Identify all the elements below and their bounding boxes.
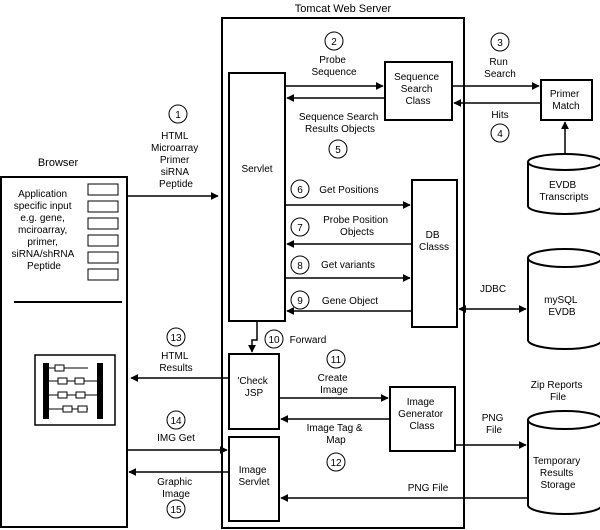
input-line: primer, bbox=[27, 237, 58, 248]
step-11: 11 bbox=[326, 349, 346, 369]
svg-text:3: 3 bbox=[497, 38, 503, 49]
servlet-label: Servlet bbox=[241, 164, 272, 175]
input-field bbox=[87, 234, 119, 247]
label-get-variants: Get variants bbox=[321, 260, 375, 271]
step-6: 6 bbox=[290, 179, 310, 199]
check-jsp-box bbox=[228, 353, 280, 430]
browser-input-text: Application specific input e.g. gene, mc… bbox=[11, 189, 76, 272]
label-gene-object: Gene Object bbox=[322, 296, 378, 307]
step-1: 1 bbox=[168, 104, 188, 124]
label-run-search: Run Search bbox=[484, 57, 516, 80]
svg-text:12: 12 bbox=[330, 458, 342, 469]
input-line: Peptide bbox=[27, 261, 61, 272]
label-image-tag-map: Image Tag & Map bbox=[307, 423, 366, 446]
check-jsp-label: 'Check JSP bbox=[237, 376, 270, 399]
step-10: 10 bbox=[264, 329, 284, 349]
mysql-evdb-label: mySQL EVDB bbox=[544, 295, 580, 318]
step-8: 8 bbox=[290, 255, 310, 275]
rendered-image-icon bbox=[34, 354, 116, 426]
label-graphic-image: Graphic Image bbox=[157, 477, 195, 500]
label-png-file: PNG File bbox=[408, 483, 449, 494]
image-servlet-label: Image Servlet bbox=[238, 465, 269, 488]
input-field bbox=[87, 183, 119, 196]
sequence-search-class-label: Sequence Search Class bbox=[394, 72, 442, 107]
input-field bbox=[87, 251, 119, 264]
input-line: siRNA/shRNA bbox=[11, 249, 74, 260]
label-img-get: IMG Get bbox=[157, 433, 195, 444]
step-12: 12 bbox=[326, 452, 346, 472]
step-4: 4 bbox=[490, 123, 510, 143]
browser-input-fields bbox=[87, 183, 119, 281]
svg-text:1: 1 bbox=[175, 110, 181, 121]
step-15: 15 bbox=[166, 499, 186, 519]
svg-text:13: 13 bbox=[170, 333, 182, 344]
label-probe-sequence: Probe Sequence bbox=[311, 55, 356, 78]
svg-text:14: 14 bbox=[170, 416, 182, 427]
label-hits: Hits bbox=[491, 110, 508, 121]
label-forward: Forward bbox=[290, 335, 327, 346]
tomcat-server-title: Tomcat Web Server bbox=[295, 3, 392, 15]
primer-match-label: Primer Match bbox=[550, 89, 582, 112]
svg-text:9: 9 bbox=[297, 296, 303, 307]
step-3: 3 bbox=[490, 32, 510, 52]
step-7: 7 bbox=[290, 217, 310, 237]
evdb-transcripts-label: EVDB Transcripts bbox=[539, 180, 588, 203]
input-field bbox=[87, 268, 119, 281]
step-13: 13 bbox=[166, 327, 186, 347]
temporary-results-storage-label: Temporary Results Storage bbox=[533, 456, 583, 491]
input-line: Application bbox=[18, 189, 67, 200]
zip-reports-label: Zip Reports File bbox=[531, 380, 585, 403]
svg-text:10: 10 bbox=[268, 335, 280, 346]
servlet-box bbox=[228, 72, 286, 322]
svg-text:7: 7 bbox=[297, 223, 303, 234]
label-html-results: HTML Results bbox=[159, 351, 192, 374]
label-seq-results: Sequence Search Results Objects bbox=[299, 112, 381, 135]
flow-arrows bbox=[127, 82, 569, 502]
image-servlet-box bbox=[228, 436, 280, 522]
svg-text:2: 2 bbox=[331, 37, 337, 48]
primer-match-box bbox=[540, 79, 593, 121]
browser-label: Browser bbox=[38, 157, 79, 169]
input-line: mciroarray, bbox=[18, 225, 67, 236]
step-14: 14 bbox=[166, 410, 186, 430]
step-markers: 1 2 3 4 5 6 7 8 9 10 11 12 13 14 15 bbox=[166, 31, 510, 519]
label-jdbc: JDBC bbox=[480, 284, 506, 295]
svg-text:15: 15 bbox=[170, 505, 182, 516]
label-get-positions: Get Positions bbox=[319, 185, 378, 196]
svg-text:5: 5 bbox=[335, 145, 341, 156]
arrow-labels: HTML Microarray Primer siRNA Peptide Pro… bbox=[151, 55, 516, 500]
input-line: specific input bbox=[14, 201, 72, 212]
arrow-forward bbox=[248, 321, 258, 353]
input-field bbox=[87, 217, 119, 230]
step-2: 2 bbox=[324, 31, 344, 51]
image-generator-class-label: Image Generator Class bbox=[398, 397, 446, 432]
label-html-request: HTML Microarray Primer siRNA Peptide bbox=[151, 131, 201, 190]
svg-text:4: 4 bbox=[497, 129, 503, 140]
tomcat-server-box bbox=[221, 17, 465, 529]
db-class-label: DB Classs bbox=[419, 230, 449, 253]
label-probe-position: Probe Position Objects bbox=[323, 215, 391, 238]
svg-text:11: 11 bbox=[331, 355, 342, 366]
label-png-file-short: PNG File bbox=[482, 413, 506, 436]
input-field bbox=[87, 200, 119, 213]
sequence-search-class-box bbox=[384, 61, 453, 121]
input-line: e.g. gene, bbox=[20, 213, 64, 224]
svg-text:6: 6 bbox=[297, 185, 303, 196]
browser-window bbox=[0, 176, 128, 528]
temporary-results-storage-cylinder bbox=[527, 410, 600, 515]
db-class-box bbox=[411, 179, 458, 328]
label-create-image: Create Image bbox=[318, 373, 351, 396]
svg-text:8: 8 bbox=[297, 261, 303, 272]
evdb-transcripts-cylinder bbox=[527, 153, 600, 215]
step-9: 9 bbox=[290, 290, 310, 310]
step-5: 5 bbox=[328, 139, 348, 159]
